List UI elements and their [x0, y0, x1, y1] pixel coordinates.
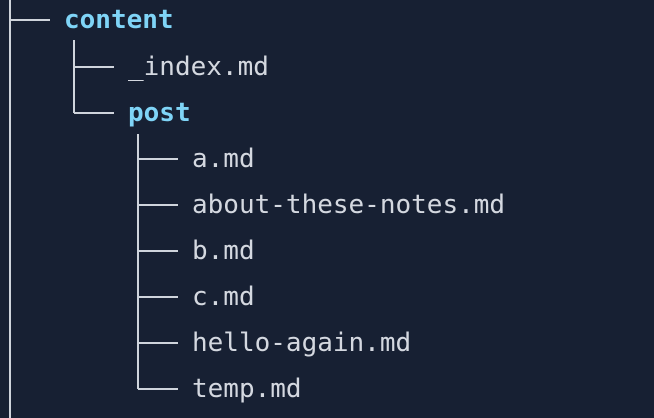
folder-content[interactable]: content: [64, 5, 174, 35]
file-hello-again-md[interactable]: hello-again.md: [192, 328, 412, 358]
file-c-md[interactable]: c.md: [192, 282, 255, 312]
file-temp-md[interactable]: temp.md: [192, 374, 302, 404]
folder-post[interactable]: post: [128, 98, 191, 128]
file-about-these-notes-md[interactable]: about-these-notes.md: [192, 190, 506, 220]
file-index-md[interactable]: _index.md: [128, 52, 269, 82]
file-b-md[interactable]: b.md: [192, 236, 255, 266]
file-a-md[interactable]: a.md: [192, 144, 255, 174]
